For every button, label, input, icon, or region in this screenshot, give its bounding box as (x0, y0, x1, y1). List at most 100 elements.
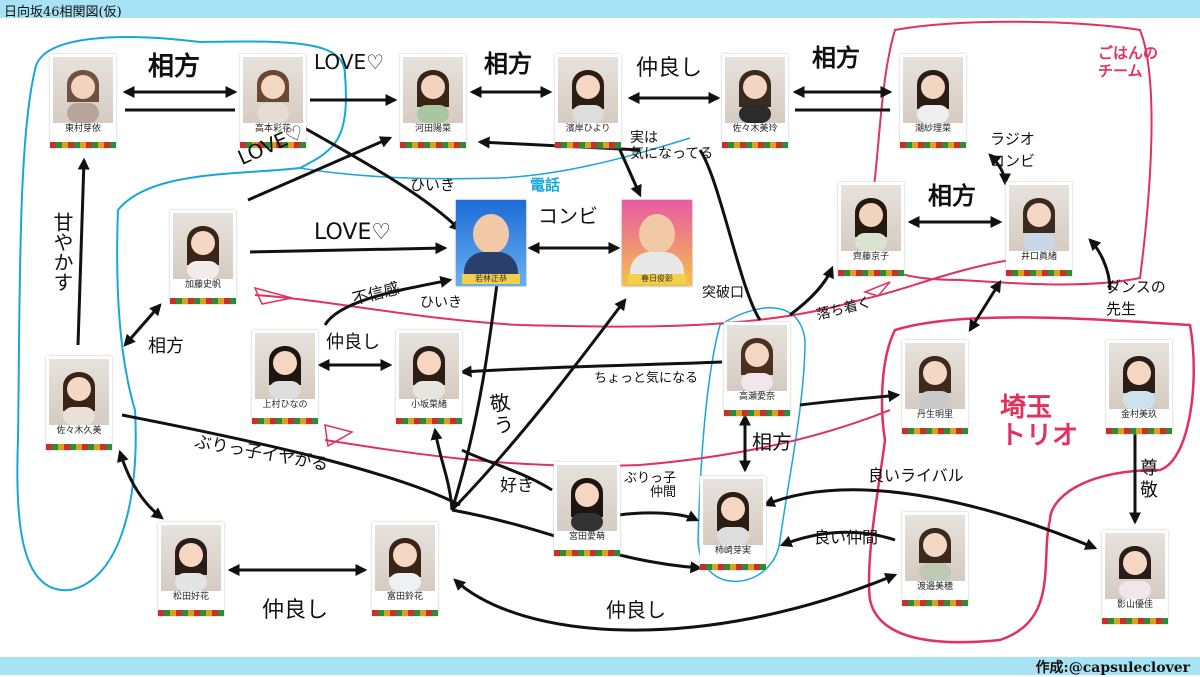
member-card-takamoto: 高本彩花 (240, 54, 306, 148)
member-card-kosaka: 小坂菜緒 (396, 330, 462, 424)
member-name: 井口眞緒 (1020, 252, 1057, 262)
member-photo (49, 359, 109, 425)
label-toppakou: 突破口 (702, 285, 744, 301)
member-name: 加藤史帆 (184, 280, 221, 290)
member-photo (841, 185, 901, 251)
label-denwa: 電話 (530, 176, 561, 194)
member-card-tomita: 富田鈴花 (372, 522, 438, 616)
comedian-name: 若林正恭 (462, 274, 520, 284)
member-card-kakizaki: 柿崎芽実 (700, 476, 766, 570)
label-suki: 好き (500, 476, 534, 496)
label-aikata: 相方 (928, 182, 976, 210)
member-name: 影山優佳 (1116, 600, 1153, 610)
member-name: 河田陽菜 (414, 124, 451, 134)
member-photo (161, 525, 221, 591)
label-dance-sensei: ダンスの 先生 (1106, 278, 1166, 318)
comedian-card-kasuga: 春日俊彰 (622, 200, 692, 286)
member-card-kageyama: 影山優佳 (1102, 530, 1168, 624)
member-card-takase: 高瀬愛奈 (724, 322, 790, 416)
member-photo (703, 479, 763, 545)
member-name: 東村芽依 (64, 124, 101, 134)
member-photo (727, 325, 787, 391)
blue-outline-left (16, 36, 347, 592)
label-aikata: 相方 (484, 50, 532, 78)
label-amayakasu: 甘やかす (50, 212, 74, 292)
member-name: 佐々木久美 (56, 426, 102, 436)
member-name: 丹生明里 (916, 410, 953, 420)
comedian-card-wakabayashi: 若林正恭 (456, 200, 526, 286)
member-card-sasaki-mirei: 佐々木美玲 (722, 54, 788, 148)
member-photo (399, 333, 459, 399)
label-yoi-nakama: 良い仲間 (814, 528, 879, 547)
member-photo (1105, 533, 1165, 599)
footer-bar: 作成:@capsuleclover (0, 657, 1200, 676)
member-name: 渡邉美穂 (916, 582, 953, 592)
label-nakayoshi: 仲良し (326, 332, 380, 353)
member-name: 松田好花 (172, 592, 209, 602)
member-photo (1009, 185, 1069, 251)
member-photo (905, 515, 965, 581)
member-photo (905, 343, 965, 409)
member-photo (375, 525, 435, 591)
member-card-kamimura: 上村ひなの (252, 330, 318, 424)
member-card-saito: 齊藤京子 (838, 182, 904, 276)
member-name: 齊藤京子 (852, 252, 889, 262)
label-konbi: コンビ (538, 204, 598, 228)
member-card-higashimura: 東村芽依 (50, 54, 116, 148)
label-aikata: 相方 (752, 430, 792, 454)
member-name: 高瀬愛奈 (738, 392, 775, 402)
member-name: 柿崎芽実 (714, 546, 751, 556)
member-name: 濱岸ひより (565, 124, 611, 134)
member-name: 潮紗理菜 (914, 124, 951, 134)
label-nakayoshi: 仲良し (262, 598, 329, 623)
member-name: 金村美玖 (1120, 410, 1157, 420)
member-card-kawata: 河田陽菜 (400, 54, 466, 148)
header-bar: 日向坂46相関図(仮) (0, 0, 1200, 20)
label-hiiki: ひいき (420, 295, 462, 311)
member-card-matsuda: 松田好花 (158, 522, 224, 616)
member-card-nibu: 丹生明里 (902, 340, 968, 434)
member-card-sasaki-kumi: 佐々木久美 (46, 356, 112, 450)
member-card-watanabe: 渡邉美穂 (902, 512, 968, 606)
diagram-title: 日向坂46相関図(仮) (4, 5, 122, 20)
label-gohan-team: ごはんの チーム (1098, 44, 1159, 80)
label-nakayoshi: 仲良し (636, 56, 703, 81)
member-photo (255, 333, 315, 399)
member-name: 佐々木美玲 (732, 124, 778, 134)
member-card-iguchi: 井口眞緒 (1006, 182, 1072, 276)
label-hiiki: ひいき (410, 176, 456, 194)
member-card-miyata: 宮田愛萌 (554, 462, 620, 556)
author-credit: 作成:@capsuleclover (1035, 660, 1190, 676)
label-love: LOVE♡ (314, 220, 392, 245)
member-name: 高本彩花 (254, 124, 291, 134)
member-card-kato: 加藤史帆 (170, 210, 236, 304)
member-photo (243, 57, 303, 123)
label-yoi-rival: 良いライバル (868, 466, 964, 485)
member-name: 富田鈴花 (386, 592, 423, 602)
label-aikata: 相方 (148, 52, 201, 82)
member-name: 上村ひなの (262, 400, 308, 410)
label-nakayoshi: 仲良し (606, 598, 666, 622)
member-photo (403, 57, 463, 123)
label-aikata: 相方 (812, 44, 860, 72)
member-card-hamagishi: 濱岸ひより (555, 54, 621, 148)
member-photo (173, 213, 233, 279)
member-card-ushio: 潮紗理菜 (900, 54, 966, 148)
member-photo (725, 57, 785, 123)
label-chotto-ki-ni-naru: ちょっと気になる (594, 371, 699, 386)
label-love: LOVE♡ (314, 50, 385, 74)
member-photo (1109, 343, 1169, 409)
member-name: 小坂菜緒 (410, 400, 447, 410)
label-burikko-nakama: ぶりっ子 仲間 (624, 471, 677, 500)
member-photo (557, 465, 617, 531)
member-photo (903, 57, 963, 123)
label-jitsuha: 実は 気になってる (630, 130, 714, 162)
member-photo (558, 57, 618, 123)
label-sonkei: 尊 敬 (1140, 458, 1158, 501)
member-card-kanemura: 金村美玖 (1106, 340, 1172, 434)
member-name: 宮田愛萌 (568, 532, 605, 542)
comedian-name: 春日俊彰 (628, 274, 686, 284)
label-saitama-trio: 埼玉 トリオ (1000, 393, 1079, 451)
member-photo (53, 57, 113, 123)
label-aikata: 相方 (148, 336, 184, 357)
